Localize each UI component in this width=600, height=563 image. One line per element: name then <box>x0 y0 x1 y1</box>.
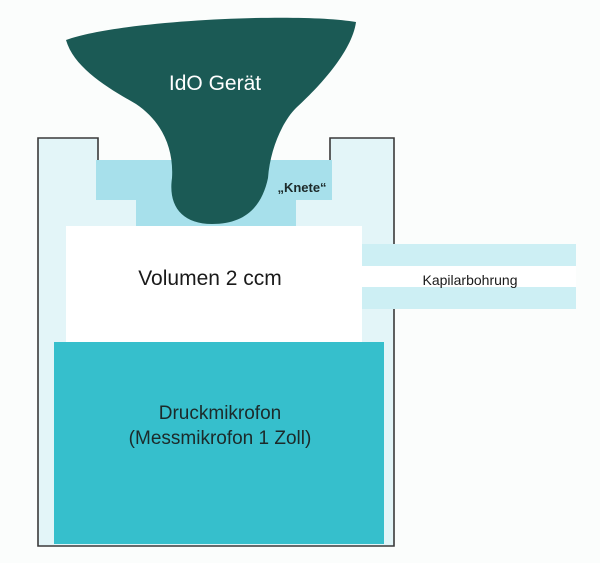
capillary-wall-bottom <box>362 287 576 309</box>
knete-label: „Knete“ <box>277 180 327 195</box>
microphone-label-line1: Druckmikrofon <box>158 403 282 424</box>
microphone-label: Druckmikrofon (Messmikrofon 1 Zoll) <box>60 401 380 451</box>
microphone-label-line2: (Messmikrofon 1 Zoll) <box>128 428 312 449</box>
capillary-wall-top <box>362 244 576 266</box>
volume-cavity <box>66 226 362 344</box>
volume-label: Volumen 2 ccm <box>138 267 282 290</box>
capillary-label: Kapilarbohrung <box>422 272 518 288</box>
ido-device <box>66 17 356 225</box>
pressure-microphone <box>54 342 384 544</box>
capillary-bore <box>360 266 576 287</box>
device-label: IdO Gerät <box>168 72 262 95</box>
